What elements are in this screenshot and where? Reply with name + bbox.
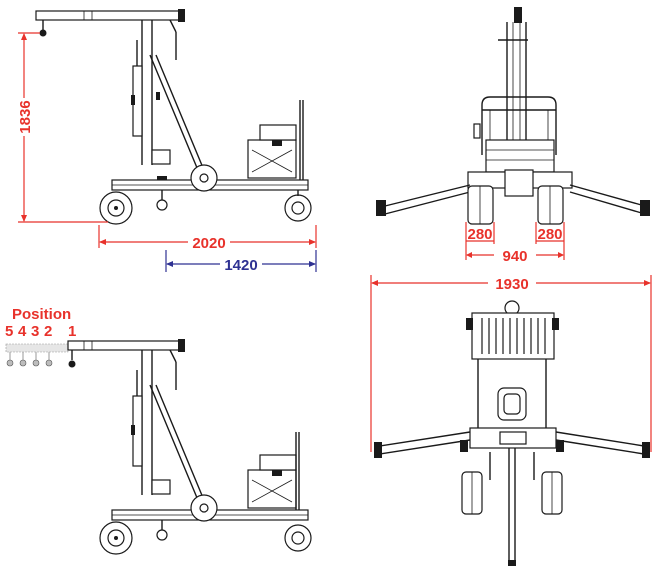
inner-width-label: 940 bbox=[502, 248, 527, 265]
crane-front-view bbox=[376, 7, 650, 225]
length-total-label: 2020 bbox=[192, 235, 225, 252]
position-numbers: 5 4 3 2 1 bbox=[5, 323, 76, 340]
crane-side-view-positions bbox=[5, 339, 312, 555]
hook-icon bbox=[39, 20, 47, 37]
position-number-3: 3 bbox=[31, 323, 39, 340]
leg-width-left-label: 280 bbox=[467, 226, 492, 243]
position-number-4: 4 bbox=[18, 323, 27, 340]
position-number-1: 1 bbox=[68, 323, 76, 340]
leg-width-right-label: 280 bbox=[537, 226, 562, 243]
front-width-dimensions bbox=[465, 222, 565, 260]
height-dimension-label: 1836 bbox=[17, 100, 34, 133]
length-total-dimension bbox=[98, 225, 317, 248]
crane-top-view bbox=[374, 300, 650, 566]
position-number-2: 2 bbox=[44, 323, 52, 340]
span-width-label: 1930 bbox=[495, 276, 528, 293]
position-number-5: 5 bbox=[5, 323, 13, 340]
position-title: Position bbox=[12, 306, 71, 323]
span-dimension bbox=[370, 275, 652, 452]
length-base-label: 1420 bbox=[224, 257, 257, 274]
crane-side-view bbox=[35, 9, 312, 225]
ghost-hooks bbox=[6, 352, 53, 367]
length-base-dimension bbox=[165, 250, 317, 272]
